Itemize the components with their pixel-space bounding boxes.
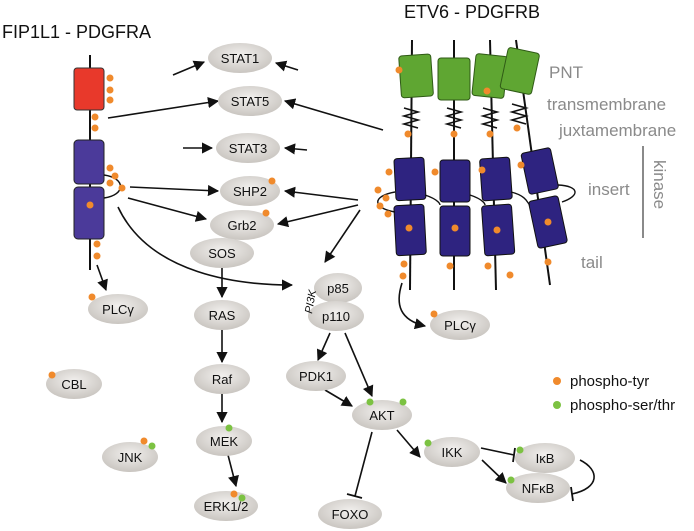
svg-text:Grb2: Grb2 [228, 218, 257, 233]
title-fip1l1-pdgfra: FIP1L1 - PDGFRA [2, 22, 151, 42]
label-pnt: PNT [549, 63, 583, 82]
node-raf: Raf [194, 364, 250, 394]
svg-text:p110: p110 [322, 309, 350, 324]
kinase-domain-upper [73, 139, 105, 185]
node-cbl: CBL [46, 369, 102, 399]
legend: phospho-tyr phospho-ser/thr [553, 373, 675, 414]
node-plcg-right: PLCγ [430, 310, 490, 340]
svg-text:STAT1: STAT1 [221, 51, 260, 66]
svg-text:RAS: RAS [209, 308, 236, 323]
svg-text:PDK1: PDK1 [299, 369, 333, 384]
node-akt: AKT [352, 398, 412, 430]
svg-text:NFκB: NFκB [522, 481, 555, 496]
label-kinase: kinase [650, 160, 669, 209]
inhibition-bars [346, 447, 574, 502]
svg-text:JNK: JNK [118, 450, 143, 465]
label-juxtamembrane: juxtamembrane [558, 121, 676, 140]
svg-text:Raf: Raf [212, 372, 233, 387]
node-pdk1: PDK1 [286, 361, 346, 391]
node-shp2: SHP2 [220, 176, 280, 206]
fip1l1-domain [73, 67, 105, 111]
label-insert: insert [588, 180, 630, 199]
svg-text:CBL: CBL [61, 377, 86, 392]
node-grb2: Grb2 [210, 209, 274, 240]
kinase-insert-loop [103, 174, 122, 199]
svg-text:SOS: SOS [208, 246, 236, 261]
node-jnk: JNK [102, 437, 158, 472]
pnt-domain-2 [437, 57, 471, 101]
svg-text:STAT5: STAT5 [231, 94, 270, 109]
transmembrane-helices [401, 103, 529, 129]
label-transmembrane: transmembrane [547, 95, 666, 114]
svg-text:PLCγ: PLCγ [444, 318, 476, 333]
pnt-domain-4 [499, 47, 540, 95]
node-stat1: STAT1 [208, 43, 272, 73]
node-erk: ERK1/2 [194, 490, 258, 521]
svg-text:MEK: MEK [210, 434, 239, 449]
node-ikb: IκB [515, 443, 575, 473]
svg-text:IKK: IKK [442, 445, 463, 460]
node-mek: MEK [196, 424, 252, 456]
svg-text:ERK1/2: ERK1/2 [204, 499, 249, 514]
legend-serthr-dot [553, 401, 561, 409]
etv6-pdgfrb-receptor [374, 39, 576, 291]
legend-tyr-dot [553, 377, 561, 385]
svg-text:AKT: AKT [369, 408, 394, 423]
svg-text:STAT3: STAT3 [229, 141, 268, 156]
node-p110: p110 [308, 301, 364, 331]
node-plcg-left: PLCγ [88, 293, 148, 324]
legend-tyr-label: phospho-tyr [570, 373, 649, 390]
node-p85: p85 [314, 273, 362, 303]
svg-text:p85: p85 [327, 281, 349, 296]
node-ras: RAS [194, 300, 250, 330]
fip1l1-pdgfra-receptor [73, 55, 126, 270]
node-sos: SOS [190, 238, 254, 268]
label-pi3k: PI3K [303, 288, 319, 314]
node-foxo: FOXO [318, 499, 382, 529]
pnt-domain-1 [398, 53, 434, 99]
node-nfkb: NFκB [506, 473, 570, 503]
label-tail: tail [581, 253, 603, 272]
svg-text:SHP2: SHP2 [233, 184, 267, 199]
pathway-edges [96, 60, 595, 497]
kinase-domain-lower [73, 186, 105, 240]
svg-text:IκB: IκB [536, 451, 555, 466]
legend-serthr-label: phospho-ser/thr [570, 397, 675, 414]
node-ikk: IKK [424, 437, 480, 467]
svg-text:FOXO: FOXO [332, 507, 369, 522]
title-etv6-pdgfrb: ETV6 - PDGFRB [404, 2, 540, 22]
node-stat5: STAT5 [218, 86, 282, 116]
node-stat3: STAT3 [216, 133, 280, 163]
svg-text:PLCγ: PLCγ [102, 302, 134, 317]
